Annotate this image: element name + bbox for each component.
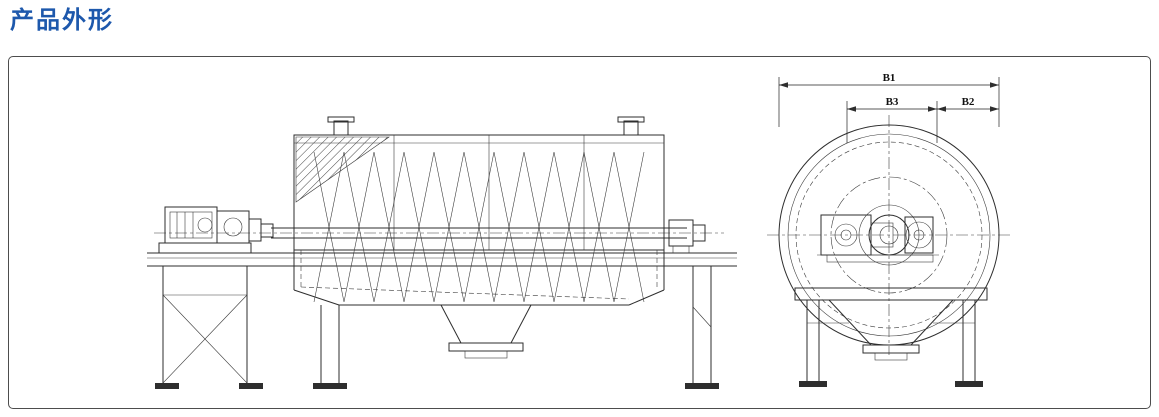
drawing-svg: B1 B3 B2 [147, 72, 1011, 389]
dim-label-b3: B3 [886, 96, 899, 108]
top-nozzles [327, 116, 645, 136]
dim-label-b2: B2 [962, 96, 975, 108]
page-title: 产品外形 [10, 7, 114, 34]
end-view: B1 B3 B2 [767, 72, 1011, 387]
dimension-b3: B3 [846, 96, 938, 143]
right-leg [685, 266, 719, 389]
drive-motor [158, 206, 274, 254]
spiral [313, 151, 645, 303]
tail-bearing [668, 219, 706, 253]
side-view [147, 116, 737, 389]
dim-label-b1: B1 [883, 72, 896, 84]
tank [293, 134, 665, 306]
hatched-area [295, 136, 390, 203]
dimension-b2: B2 [937, 96, 999, 112]
left-support [155, 266, 263, 389]
stand [794, 287, 988, 387]
middle-legs [313, 305, 347, 389]
discharge-funnel [440, 304, 532, 359]
diagram-panel: B1 B3 B2 [8, 56, 1151, 409]
dimension-b1: B1 [778, 72, 1000, 127]
main-beam [147, 252, 737, 267]
center-drive [817, 214, 939, 263]
